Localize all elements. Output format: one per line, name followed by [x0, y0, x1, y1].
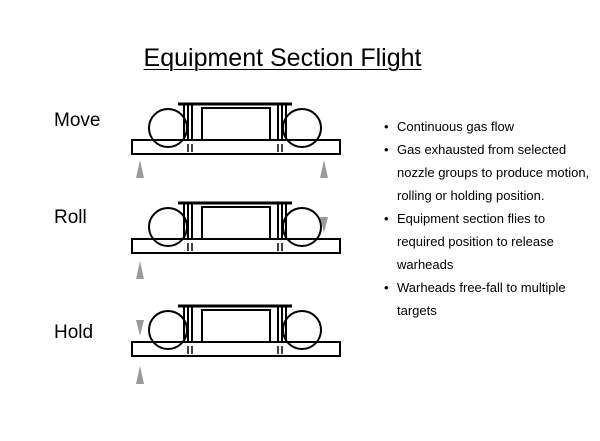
equipment-section-drawing [131, 304, 341, 357]
thrust-arrow-down-left [136, 320, 144, 336]
bullet-item: Warheads free-fall to multiple targets [384, 276, 594, 322]
center-module [201, 309, 271, 343]
equipment-diagram-hold [131, 304, 341, 384]
center-module [201, 107, 271, 141]
equipment-diagram-roll [131, 201, 341, 279]
equipment-section-drawing [131, 102, 341, 155]
left-tank [148, 310, 188, 350]
thrust-arrow-up-left [136, 160, 144, 178]
left-tank [148, 108, 188, 148]
equipment-diagram-move [131, 102, 341, 178]
page-title: Equipment Section Flight [143, 44, 422, 72]
right-tank [282, 108, 322, 148]
equipment-section-drawing [131, 201, 341, 254]
thrust-arrow-up-left [136, 366, 144, 384]
right-tank [282, 207, 322, 247]
label-hold: Hold [54, 322, 94, 343]
bullet-item: Equipment section flies to required posi… [384, 207, 594, 276]
bullet-item: Continuous gas flow [384, 115, 594, 138]
thrust-arrow-up-left [136, 261, 144, 279]
center-module [201, 206, 271, 240]
thrust-arrow-down-right [320, 217, 328, 233]
label-roll: Roll [54, 207, 87, 228]
label-move: Move [54, 110, 101, 131]
left-tank [148, 207, 188, 247]
bullet-item: Gas exhausted from selected nozzle group… [384, 138, 594, 207]
bullet-list: Continuous gas flow Gas exhausted from s… [384, 115, 594, 322]
thrust-arrow-up-right [320, 160, 328, 178]
right-tank [282, 310, 322, 350]
